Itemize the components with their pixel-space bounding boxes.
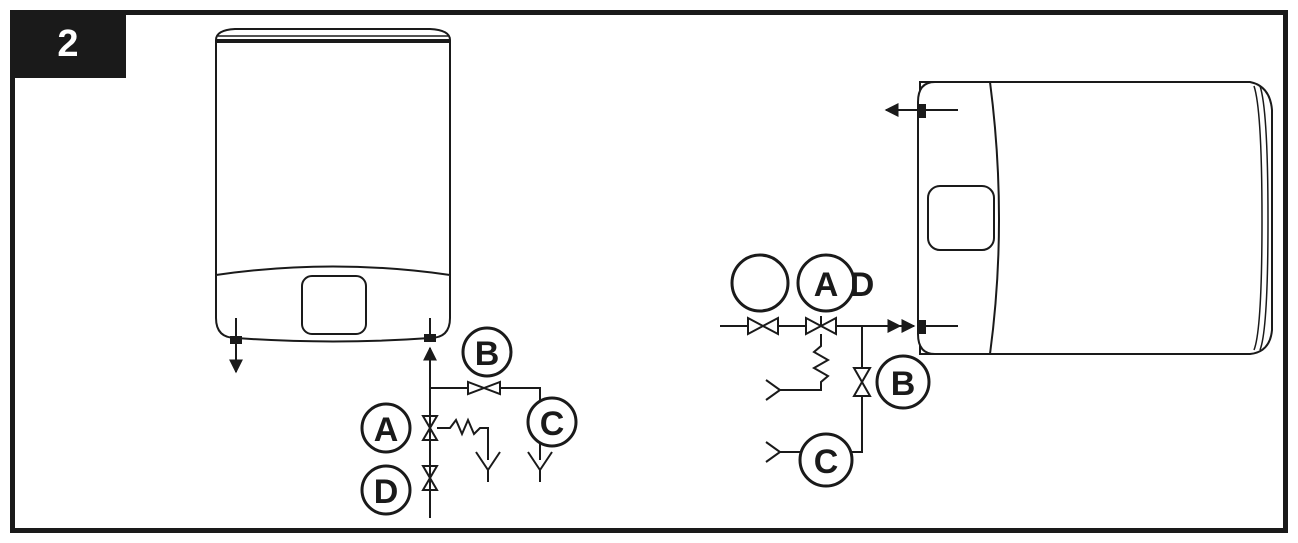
figure-frame [10,10,1288,533]
vertical-water-heater [214,28,452,518]
label-c-left: C [526,396,578,448]
label-d-left: D [360,464,412,516]
valve-a-symbol [421,415,439,441]
cold-inlet-fitting [424,334,436,342]
label-d-right-text: D [850,266,875,304]
label-a-text: A [374,411,399,449]
relief-spring [437,417,489,460]
heater-body [215,41,451,276]
valve-b-symbol [467,380,501,396]
relief-spring-right [780,334,831,391]
label-c-right: C [798,432,854,488]
relief-funnel [475,451,501,482]
label-b-left: B [461,326,513,378]
label-a-left: A [360,402,412,454]
step-number-badge: 2 [10,10,126,78]
cold-inlet-fitting-right [918,320,926,334]
left-valves [421,415,501,491]
valve-blank-symbol [747,316,779,336]
end-rim-line-2 [1253,85,1263,351]
label-a-right-text: A [814,266,839,304]
valve-ad-symbol [805,316,837,336]
label-c-right-text: C [814,443,839,481]
label-blank-right [730,253,790,313]
label-ad-right: A D [796,253,875,313]
label-b-right: B [875,354,931,410]
relief-funnel-right [765,379,794,401]
valve-b-right-symbol [852,367,872,397]
control-window [301,275,367,335]
hot-outlet-fitting-right [918,104,926,118]
horizontal-water-heater [884,81,1273,355]
label-c-text: C [540,405,565,443]
right-inlet-piping [720,316,916,463]
end-rim-line [1259,85,1269,351]
label-blank-circle [730,253,790,313]
label-b-text: B [475,335,500,373]
heater-top-rim [214,28,452,41]
drain-c-funnel [527,451,553,482]
drain-c-funnel-right [765,441,794,463]
heater-body-horizontal [919,81,1273,355]
control-window-horizontal [927,185,995,251]
label-b-right-text: B [891,365,916,403]
hot-outlet-fitting [230,336,242,344]
valve-d-symbol [421,465,439,491]
label-d-text: D [374,473,399,511]
